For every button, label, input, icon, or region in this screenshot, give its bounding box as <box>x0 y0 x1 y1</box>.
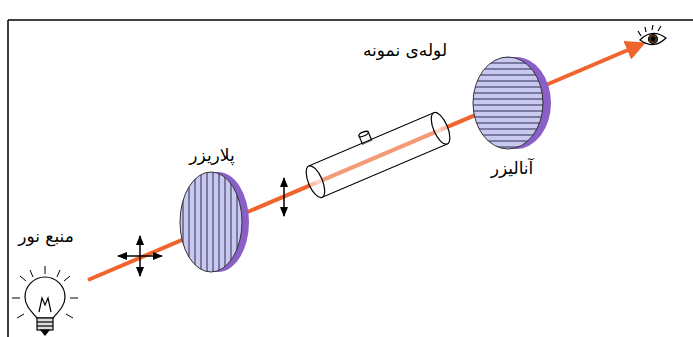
polarization-arrows <box>118 236 162 276</box>
sample-tube <box>298 101 453 200</box>
frame-line <box>7 20 9 337</box>
frame-line <box>8 19 693 21</box>
analyzer-label: آنالیزر <box>491 158 534 178</box>
analyzer-disk <box>473 57 551 149</box>
light-beam <box>88 44 642 280</box>
light-source-label: منبع نور <box>18 226 74 246</box>
polarization-arrow <box>283 178 285 216</box>
sample-tube-label: لوله‌ی نمونه <box>363 40 447 60</box>
observer-eye <box>638 25 666 45</box>
light-bulb <box>12 266 78 335</box>
polarizer-disk <box>180 172 249 272</box>
polarizer-label: پلاریزر <box>189 145 234 165</box>
